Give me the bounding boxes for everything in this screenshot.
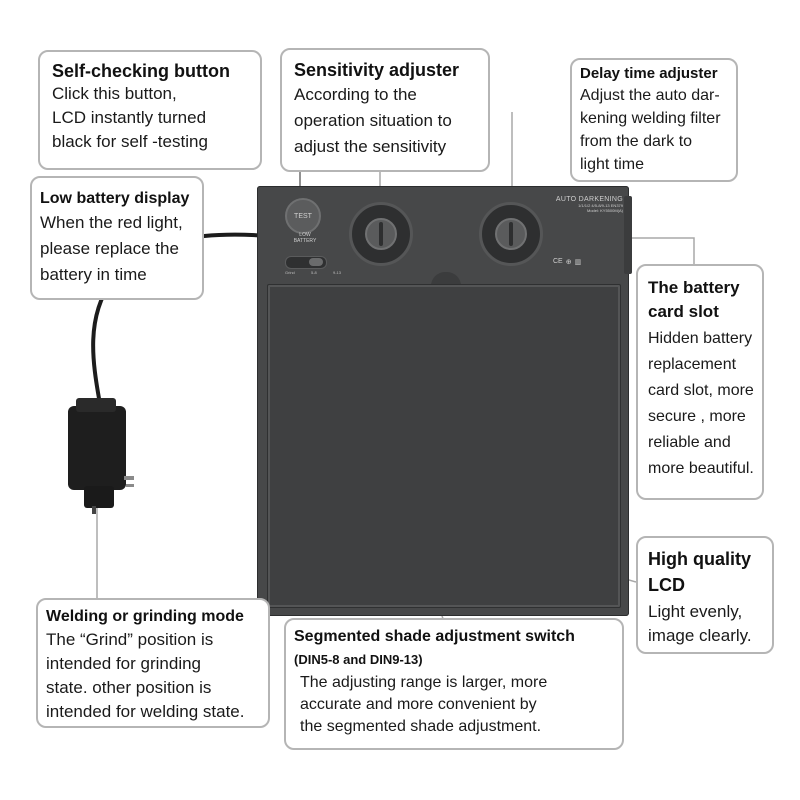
leader-battery-slot — [630, 237, 695, 264]
mode-switch[interactable] — [285, 256, 327, 269]
callout-delay-time: Delay time adjuster Adjust the auto dar-… — [570, 58, 738, 182]
round-mark-icon: ⊕ — [565, 259, 572, 266]
sensitivity-title: Sensitivity adjuster — [294, 60, 460, 80]
mode-label-grind: Grind — [285, 270, 295, 275]
shade-switch-line-1: The adjusting range is larger, more — [300, 674, 548, 691]
callout-lcd: High quality LCD Light evenly, image cle… — [636, 536, 774, 654]
battery-slot-line-4: secure , more — [648, 408, 746, 425]
low-battery-title: Low battery display — [40, 190, 190, 207]
callout-battery-slot: The battery card slot Hidden battery rep… — [636, 264, 764, 500]
certification-marks: CE ⊕ ▥ — [553, 258, 581, 266]
self-checking-line-3: black for self -testing — [52, 132, 208, 151]
callout-low-battery: Low battery display When the red light, … — [30, 176, 204, 300]
low-battery-line-3: battery in time — [40, 265, 147, 284]
low-battery-line-1: When the red light, — [40, 213, 183, 232]
mode-switch-handle[interactable] — [309, 258, 323, 266]
battery-card-slot[interactable] — [624, 196, 632, 274]
callout-self-checking: Self-checking button Click this button, … — [38, 50, 262, 170]
mode-line-4: intended for welding state. — [46, 702, 245, 721]
mode-label-9-13: 9-13 — [332, 270, 341, 275]
delay-knob-grip[interactable] — [495, 218, 527, 250]
callout-sensitivity: Sensitivity adjuster According to the op… — [280, 48, 490, 172]
low-battery-label-2: BATTERY — [293, 238, 317, 244]
sensitivity-line-1: According to the — [294, 85, 417, 104]
sensitivity-line-3: adjust the sensitivity — [294, 137, 447, 156]
lcd-top-notch — [431, 272, 461, 286]
battery-slot-line-3: card slot, more — [648, 382, 754, 399]
ce-mark-icon: CE — [553, 258, 563, 265]
delay-time-line-4: light time — [580, 156, 645, 173]
mode-title: Welding or grinding mode — [46, 608, 244, 625]
lcd-title-1: High quality — [648, 549, 751, 569]
delay-time-title: Delay time adjuster — [580, 65, 718, 82]
mode-label-5-8: 5-8 — [310, 270, 317, 275]
battery-slot-line-2: replacement — [648, 356, 737, 373]
battery-slot-line-1: Hidden battery — [648, 330, 753, 347]
battery-slot-title-2: card slot — [648, 302, 719, 321]
mode-line-1: The “Grind” position is — [46, 630, 214, 649]
sensitivity-knob[interactable] — [349, 202, 413, 266]
lcd-panel — [267, 284, 621, 608]
self-checking-line-1: Click this button, — [52, 84, 177, 103]
sensitivity-knob-grip[interactable] — [365, 218, 397, 250]
callout-mode: Welding or grinding mode The “Grind” pos… — [36, 598, 270, 728]
low-battery-line-2: please replace the — [40, 239, 179, 258]
battery-slot-title-1: The battery — [648, 278, 740, 297]
brand-label: AUTO DARKENING 1/1/1/2 4/5-8/9-13 EN379 … — [523, 196, 623, 213]
lcd-title-2: LCD — [648, 575, 685, 595]
shade-switch-title: Segmented shade adjustment switch — [294, 628, 575, 645]
brand-line-2: 1/1/1/2 4/5-8/9-13 EN379 — [578, 203, 623, 208]
sensitivity-line-2: operation situation to — [294, 111, 452, 130]
delay-time-line-2: kening welding filter — [580, 110, 721, 127]
delay-time-line-1: Adjust the auto dar- — [580, 87, 720, 104]
shade-switch-line-2: accurate and more convenient by — [300, 696, 537, 713]
auto-darkening-filter: TEST LOW BATTERY Grind 5-8 9-13 AUTO DAR… — [257, 186, 629, 616]
lcd-line-2: image clearly. — [648, 626, 752, 645]
battery-slot-line-6: more beautiful. — [648, 460, 754, 477]
low-battery-label-1: LOW — [299, 232, 311, 238]
self-checking-line-2: LCD instantly turned — [52, 108, 207, 127]
brand-line-1: AUTO DARKENING — [555, 196, 623, 203]
test-button-label: TEST — [294, 212, 312, 220]
mode-line-3: state. other position is — [46, 678, 212, 697]
mode-line-2: intended for grinding — [46, 654, 202, 673]
mode-switch-labels: Grind 5-8 9-13 — [285, 270, 341, 275]
cable-plug-icon — [68, 398, 134, 514]
test-button[interactable]: TEST — [285, 198, 321, 234]
battery-slot-line-5: reliable and — [648, 434, 731, 451]
delay-time-line-3: from the dark to — [580, 133, 693, 150]
low-battery-indicator: LOW BATTERY — [289, 232, 321, 246]
delay-knob[interactable] — [479, 202, 543, 266]
callout-shade-switch: Segmented shade adjustment switch (DIN5-… — [284, 618, 624, 750]
recycle-bin-icon: ▥ — [574, 259, 582, 266]
lcd-line-1: Light evenly, — [648, 602, 743, 621]
self-checking-title: Self-checking button — [52, 61, 231, 81]
shade-switch-subtitle: (DIN5-8 and DIN9-13) — [294, 652, 423, 667]
brand-line-3: Model: KY5500M(A) — [586, 208, 623, 213]
shade-switch-line-3: the segmented shade adjustment. — [300, 718, 542, 735]
